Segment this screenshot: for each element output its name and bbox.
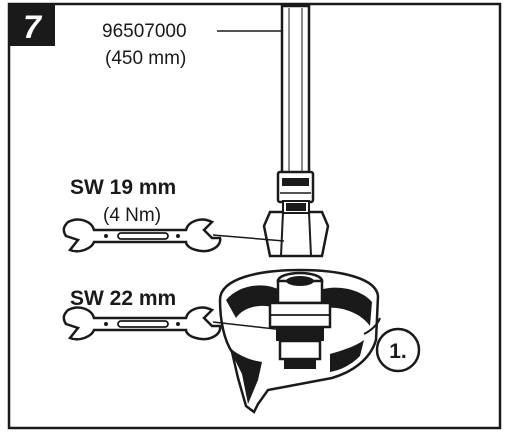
hose-length: (450 mm)	[105, 48, 186, 69]
wrench-22-icon	[62, 306, 222, 341]
angle-valve-body	[218, 268, 380, 414]
wrench-19-size: SW 19 mm	[70, 176, 176, 199]
wrench-22-leader	[212, 321, 285, 331]
wrench-22-size: SW 22 mm	[70, 287, 176, 310]
hose	[276, 4, 315, 204]
nut-19mm	[262, 200, 330, 258]
step-badge: 7	[9, 4, 55, 46]
step-number: 7	[23, 9, 43, 45]
wrench-19-leader	[212, 234, 285, 242]
rotation-arrow	[363, 317, 381, 335]
callout-label: 1.	[389, 340, 407, 363]
wrench-19-icon	[62, 218, 222, 253]
hose-part-number: 96507000	[102, 21, 187, 42]
frame-border	[7, 2, 502, 430]
callout-badge: 1.	[375, 327, 421, 373]
wrench-19-torque: (4 Nm)	[103, 205, 161, 226]
